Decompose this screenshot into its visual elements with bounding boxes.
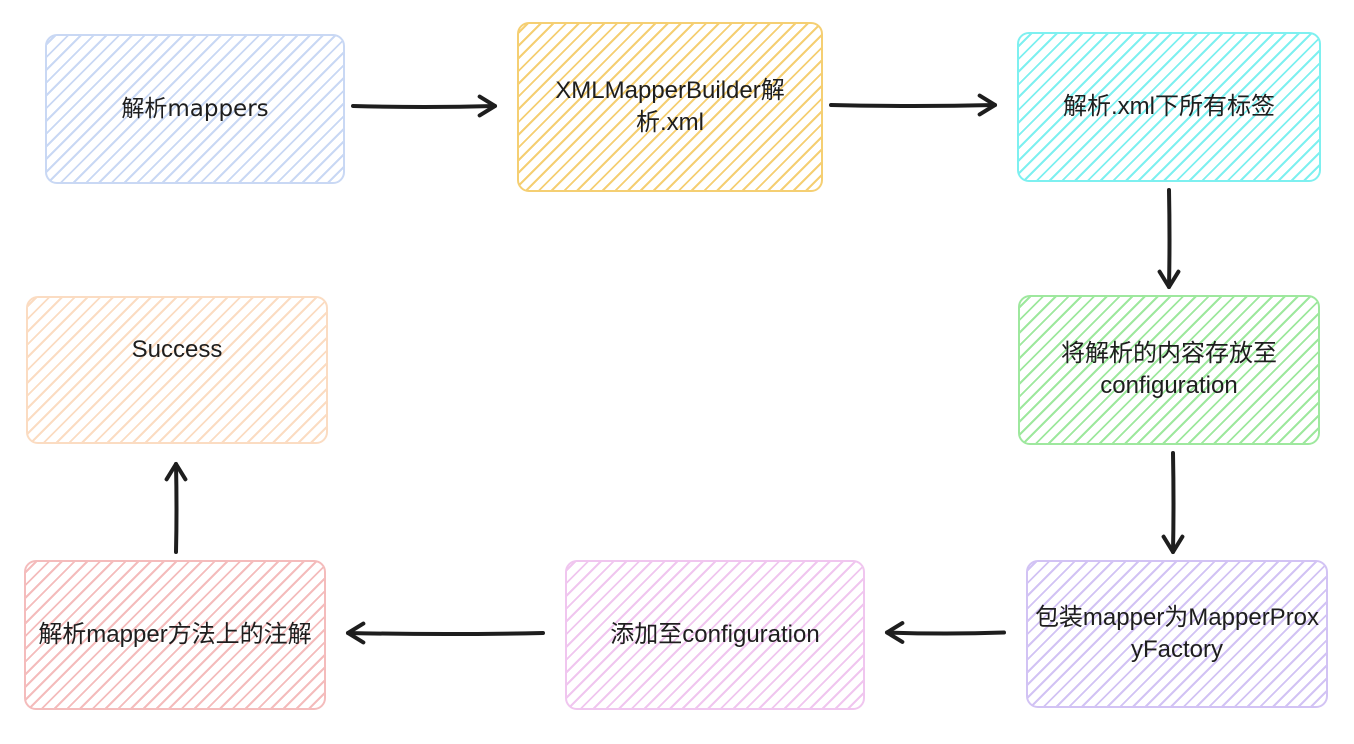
node-label: 将解析的内容存放至configuration [1061, 340, 1277, 399]
node-label: Success [131, 336, 223, 363]
node-parse-mappers[interactable]: 解析mappers [45, 34, 345, 184]
node-label: 解析mapper方法上的注解 [38, 621, 312, 648]
arrow-parse-annotations-to-success [164, 462, 188, 554]
node-label: 添加至configuration [610, 621, 820, 648]
node-label: 解析.xml下所有标签 [1063, 93, 1275, 120]
node-parse-xml-tags[interactable]: 解析.xml下所有标签 [1017, 32, 1321, 182]
node-label: 包装mapper为MapperProxyFactory [1034, 604, 1320, 663]
node-store-configuration[interactable]: 将解析的内容存放至configuration [1018, 295, 1320, 445]
node-add-configuration[interactable]: 添加至configuration [565, 560, 865, 710]
node-success[interactable]: Success [26, 296, 328, 444]
arrow-store-configuration-to-wrap-mapper [1161, 451, 1185, 554]
node-label: XMLMapperBuilder解析.xml [555, 77, 785, 136]
node-parse-annotations[interactable]: 解析mapper方法上的注解 [24, 560, 326, 710]
node-wrap-mapper[interactable]: 包装mapper为MapperProxyFactory [1026, 560, 1328, 708]
node-xmlmapperbuilder[interactable]: XMLMapperBuilder解析.xml [517, 22, 823, 192]
node-label: 解析mappers [121, 96, 269, 122]
arrow-wrap-mapper-to-add-configuration [885, 621, 1006, 644]
arrow-parse-mappers-to-xmlmapperbuilder [351, 94, 497, 118]
arrow-add-configuration-to-parse-annotations [346, 621, 545, 645]
arrow-xmlmapperbuilder-to-parse-xml-tags [829, 93, 997, 117]
arrow-parse-xml-tags-to-store-configuration [1157, 188, 1181, 289]
